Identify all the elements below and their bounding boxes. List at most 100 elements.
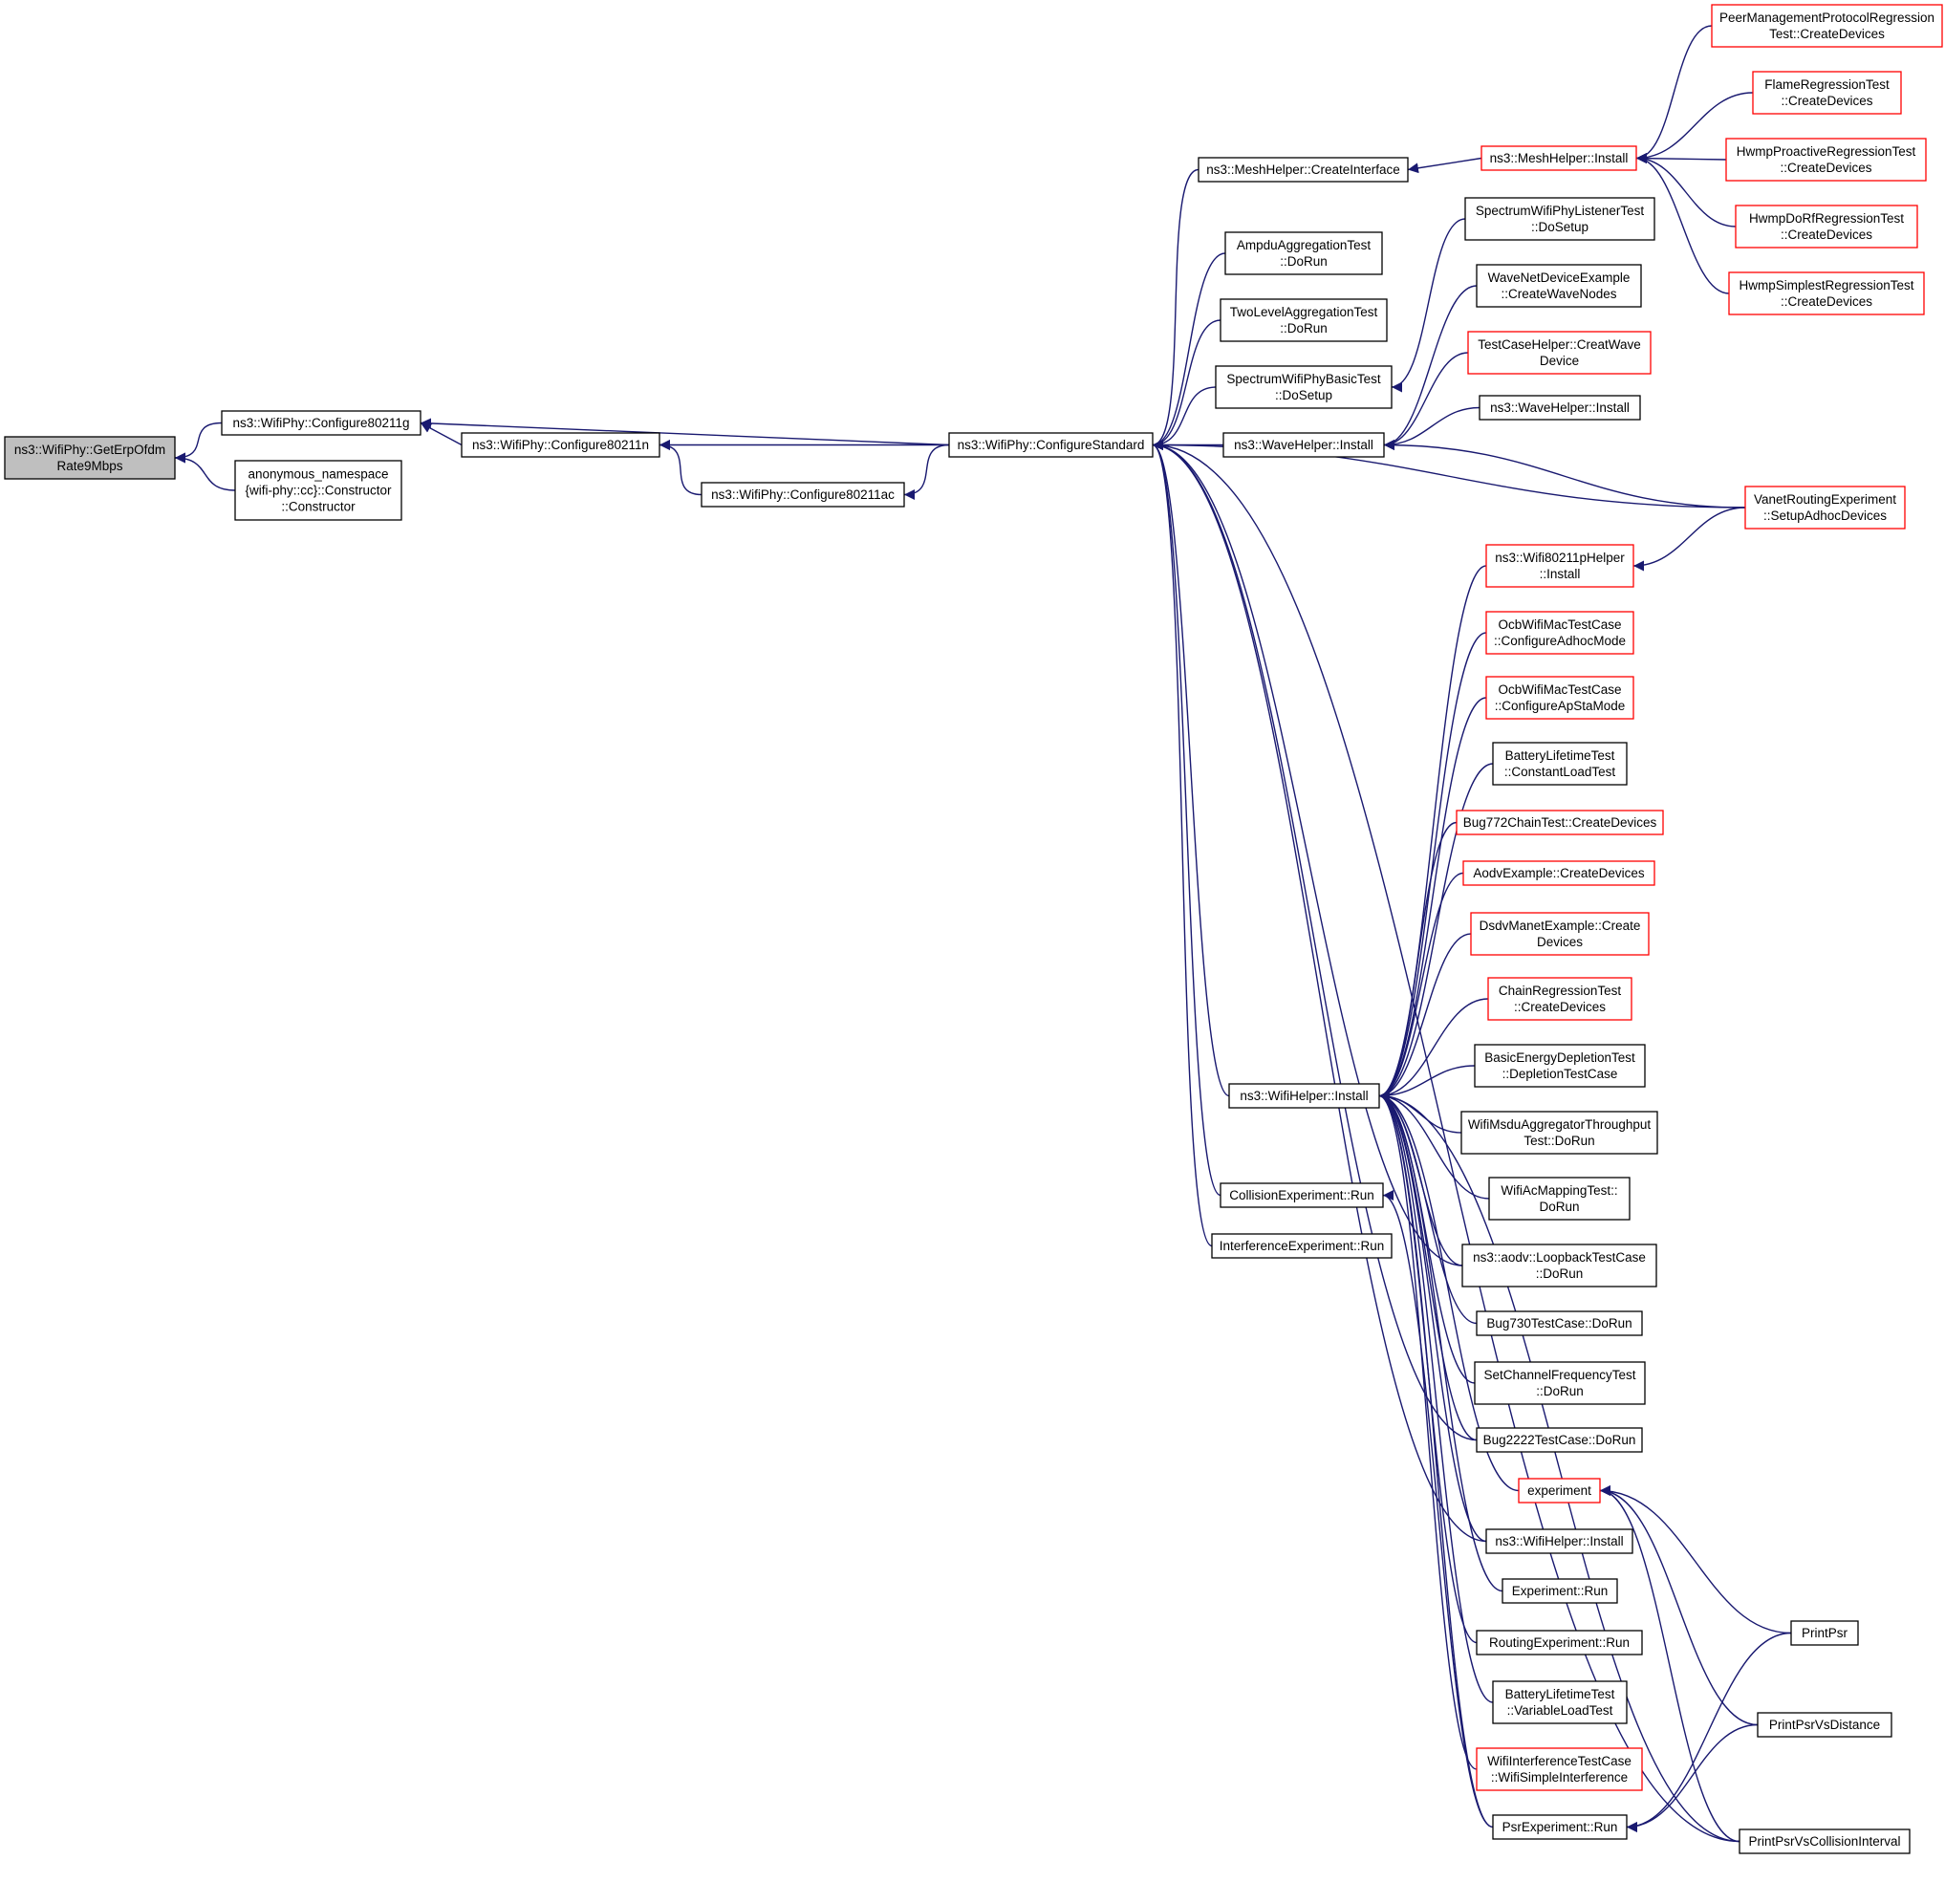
node-bug772[interactable]: Bug772ChainTest::CreateDevices [1456,810,1664,835]
edge-hwmpproactive-to-meshinst [1635,153,1727,164]
edge-batconst-to-wifiinst [1378,763,1494,1101]
node-dsdv[interactable]: DsdvManetExample::CreateDevices [1470,912,1650,956]
node-meshinst[interactable]: ns3::MeshHelper::Install [1480,145,1637,171]
edge-setchan-to-wifiinst [1378,1091,1476,1384]
node-hwmpsimplest-box [1728,271,1925,315]
node-interference[interactable]: InterferenceExperiment::Run [1211,1233,1393,1259]
node-hwmpsimplest-label: ::CreateDevices [1781,294,1872,309]
node-experiment-label: experiment [1527,1483,1591,1498]
node-anon[interactable]: anonymous_namespace{wifi-phy::cc}::Const… [234,460,402,521]
node-wifiinterf[interactable]: WifiInterferenceTestCase::WifiSimpleInte… [1476,1747,1643,1791]
node-acmap[interactable]: WifiAcMappingTest::DoRun [1488,1177,1631,1221]
node-aodvex[interactable]: AodvExample::CreateDevices [1462,860,1655,886]
node-chainreg[interactable]: ChainRegressionTest::CreateDevices [1487,977,1632,1021]
edge-flame-to-meshinst [1635,92,1754,163]
edge-hwmpdorf-to-meshinst [1635,153,1737,227]
node-bug730[interactable]: Bug730TestCase::DoRun [1476,1310,1643,1336]
node-flame[interactable]: FlameRegressionTest::CreateDevices [1752,71,1902,115]
node-aodvloop-box [1461,1244,1657,1287]
node-c80211n[interactable]: ns3::WifiPhy::Configure80211n [461,432,660,458]
node-routingexp-label: RoutingExperiment::Run [1489,1635,1630,1650]
node-peermgmt[interactable]: PeerManagementProtocolRegressionTest::Cr… [1711,4,1943,48]
node-ampdu[interactable]: AmpduAggregationTest::DoRun [1224,231,1383,275]
node-msdu-label: WifiMsduAggregatorThroughput [1468,1117,1652,1132]
node-bug772-box [1456,810,1664,835]
node-basicenergy-label: BasicEnergyDepletionTest [1484,1050,1635,1065]
node-printpsrcoll[interactable]: PrintPsrVsCollisionInterval [1739,1828,1911,1854]
node-testcase-label: TestCaseHelper::CreatWave [1478,337,1641,352]
node-psrexp[interactable]: PsrExperiment::Run [1492,1814,1628,1840]
node-cstd[interactable]: ns3::WifiPhy::ConfigureStandard [948,432,1154,458]
node-wavehelper2[interactable]: ns3::WaveHelper::Install [1479,395,1641,421]
node-wifiinst[interactable]: ns3::WifiHelper::Install [1228,1083,1380,1109]
node-printpsr-label: PrintPsr [1802,1626,1848,1640]
node-c80211g[interactable]: ns3::WifiPhy::Configure80211g [221,410,421,436]
edge-dsdv-to-wifiinst [1378,933,1472,1101]
node-anon-label: ::Constructor [281,500,356,514]
node-experiment[interactable]: experiment [1518,1478,1601,1504]
node-vanet[interactable]: VanetRoutingExperiment::SetupAdhocDevice… [1744,486,1906,530]
node-speclistener[interactable]: SpectrumWifiPhyListenerTest::DoSetup [1464,197,1655,241]
node-batvar[interactable]: BatteryLifetimeTest::VariableLoadTest [1492,1680,1628,1724]
node-printpsr-box [1790,1620,1859,1646]
node-ocbadhoc-box [1485,611,1634,655]
node-c80211ac[interactable]: ns3::WifiPhy::Configure80211ac [701,482,905,508]
node-batconst[interactable]: BatteryLifetimeTest::ConstantLoadTest [1492,742,1628,786]
edge-bug2222-to-cstd [1152,440,1478,1441]
node-specbasic-label: SpectrumWifiPhyBasicTest [1226,372,1381,386]
node-c80211g-label: ns3::WifiPhy::Configure80211g [232,416,409,430]
node-anon-label: {wifi-phy::cc}::Constructor [245,484,392,498]
node-routingexp-box [1476,1630,1643,1655]
node-speclistener-label: SpectrumWifiPhyListenerTest [1476,204,1645,218]
edge-meshci-to-cstd [1152,168,1199,450]
node-twolevel[interactable]: TwoLevelAggregationTest::DoRun [1220,298,1388,342]
node-flame-label: FlameRegressionTest [1764,77,1890,92]
node-waveinst[interactable]: ns3::WaveHelper::Install [1222,432,1385,458]
node-wifiinterf-box [1476,1747,1643,1791]
node-aodvloop[interactable]: ns3::aodv::LoopbackTestCase::DoRun [1461,1244,1657,1287]
node-ocbapsta-label: ::ConfigureApStaMode [1495,699,1626,713]
node-hwmpdorf-box [1735,205,1918,249]
node-collision-label: CollisionExperiment::Run [1229,1188,1374,1202]
node-hwmpproactive[interactable]: HwmpProactiveRegressionTest::CreateDevic… [1725,138,1927,182]
node-printpsr[interactable]: PrintPsr [1790,1620,1859,1646]
edge-chainreg-to-wifiinst [1378,998,1489,1101]
edge-printpsrdist-to-psrexp [1626,1723,1759,1832]
edge-testcase-to-waveinst [1383,352,1469,450]
edge-exprun-to-wifiinst [1378,1091,1503,1592]
node-printpsrcoll-box [1739,1828,1911,1854]
node-batvar-box [1492,1680,1628,1724]
node-peermgmt-box [1711,4,1943,48]
node-dsdv-label: Devices [1537,935,1583,949]
node-basicenergy[interactable]: BasicEnergyDepletionTest::DepletionTestC… [1474,1044,1646,1088]
edge-batvar-to-wifiinst [1378,1091,1494,1703]
node-aodvex-box [1462,860,1655,886]
node-specbasic[interactable]: SpectrumWifiPhyBasicTest::DoSetup [1215,365,1393,409]
edge-hwmpsimplest-to-meshinst [1635,153,1730,294]
node-batvar-label: BatteryLifetimeTest [1505,1687,1615,1701]
node-psrexp-box [1492,1814,1628,1840]
node-peermgmt-label: PeerManagementProtocolRegression [1719,11,1934,25]
node-speclistener-box [1464,197,1655,241]
node-w80211p[interactable]: ns3::Wifi80211pHelper::Install [1485,544,1634,588]
node-collision[interactable]: CollisionExperiment::Run [1220,1182,1384,1208]
node-flame-box [1752,71,1902,115]
node-printpsrdist[interactable]: PrintPsrVsDistance [1757,1712,1892,1738]
node-routingexp[interactable]: RoutingExperiment::Run [1476,1630,1643,1655]
node-dsdv-label: DsdvManetExample::Create [1480,919,1641,933]
node-ocbadhoc[interactable]: OcbWifiMacTestCase::ConfigureAdhocMode [1485,611,1634,655]
node-bug2222[interactable]: Bug2222TestCase::DoRun [1476,1427,1643,1453]
node-wifihelper2[interactable]: ns3::WifiHelper::Install [1485,1528,1633,1554]
node-hwmpdorf[interactable]: HwmpDoRfRegressionTest::CreateDevices [1735,205,1918,249]
node-setchan[interactable]: SetChannelFrequencyTest::DoRun [1474,1361,1646,1405]
node-wavenet[interactable]: WaveNetDeviceExample::CreateWaveNodes [1476,264,1642,308]
node-printpsrdist-label: PrintPsrVsDistance [1769,1718,1880,1732]
node-ocbapsta[interactable]: OcbWifiMacTestCase::ConfigureApStaMode [1485,676,1634,720]
node-hwmpsimplest[interactable]: HwmpSimplestRegressionTest::CreateDevice… [1728,271,1925,315]
node-exprun[interactable]: Experiment::Run [1502,1578,1618,1604]
node-interference-label: InterferenceExperiment::Run [1220,1239,1385,1253]
node-meshci[interactable]: ns3::MeshHelper::CreateInterface [1198,157,1409,183]
